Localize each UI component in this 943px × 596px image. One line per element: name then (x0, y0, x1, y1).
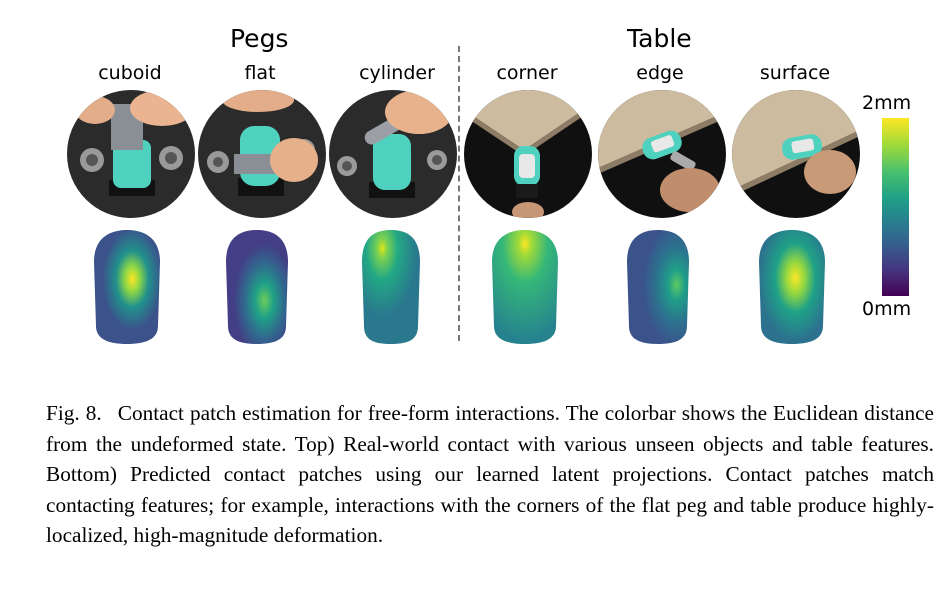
colorbar-max-label: 2mm (862, 92, 912, 114)
figure-caption: Fig. 8.Contact patch estimation for free… (46, 398, 934, 551)
caption-text: Contact patch estimation for free-form i… (46, 401, 935, 548)
group-title-pegs: Pegs (230, 24, 289, 53)
column-label-surface: surface (759, 62, 831, 84)
photo-flat-peg (198, 90, 326, 218)
photo-table-corner (464, 90, 592, 218)
patch-cylinder (356, 228, 426, 346)
group-title-table: Table (627, 24, 692, 53)
column-label-flat: flat (244, 62, 276, 84)
column-label-corner: corner (496, 62, 558, 84)
colorbar (882, 118, 909, 296)
column-label-cuboid: cuboid (98, 62, 162, 84)
patch-cuboid (92, 228, 162, 346)
column-label-cylinder: cylinder (359, 62, 435, 84)
photo-cuboid-peg (67, 90, 195, 218)
group-divider (458, 46, 460, 341)
figure-number: Fig. 8. (46, 401, 102, 425)
patch-flat (222, 228, 292, 346)
column-label-edge: edge (636, 62, 684, 84)
photo-table-edge (598, 90, 726, 218)
patch-surface (757, 228, 827, 346)
patch-corner (490, 228, 560, 346)
photo-cylinder-peg (329, 90, 457, 218)
colorbar-min-label: 0mm (862, 298, 912, 320)
photo-table-surface (732, 90, 860, 218)
patch-edge (623, 228, 693, 346)
